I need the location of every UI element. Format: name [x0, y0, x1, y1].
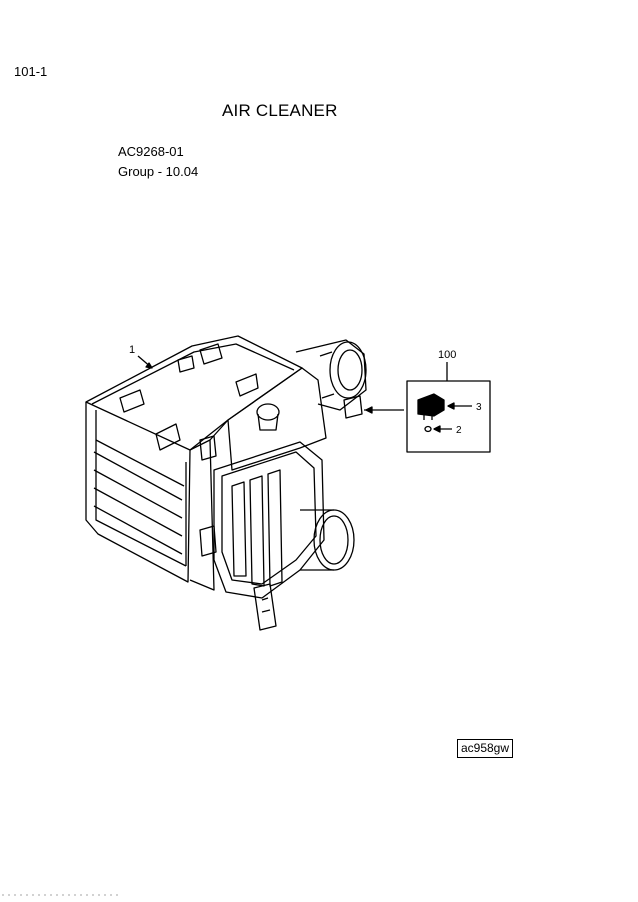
- callout-3-arrow: [447, 402, 455, 410]
- callout-1-label: 1: [129, 344, 135, 356]
- callout-2-label: 2: [456, 425, 462, 436]
- sensor-part: [417, 393, 445, 420]
- group-label: Group - 10.04: [118, 164, 199, 179]
- detail-leader-arrow: [365, 406, 373, 414]
- catalog-number: AC9268-01: [118, 144, 184, 159]
- detail-box: [406, 380, 491, 453]
- reference-code-box: ac958gw: [457, 739, 513, 758]
- page-number: 101-1: [14, 64, 48, 79]
- callout-2-arrow: [433, 425, 441, 433]
- callout-3-label: 3: [476, 402, 482, 413]
- page-title: AIR CLEANER: [222, 101, 338, 120]
- inlet-duct: [295, 339, 367, 419]
- callout-100-label: 100: [438, 349, 456, 361]
- air-cleaner-cover: [213, 367, 327, 631]
- outlet-tube: [300, 509, 355, 571]
- callout-1-arrow: [145, 362, 153, 369]
- o-ring-part: [424, 425, 432, 433]
